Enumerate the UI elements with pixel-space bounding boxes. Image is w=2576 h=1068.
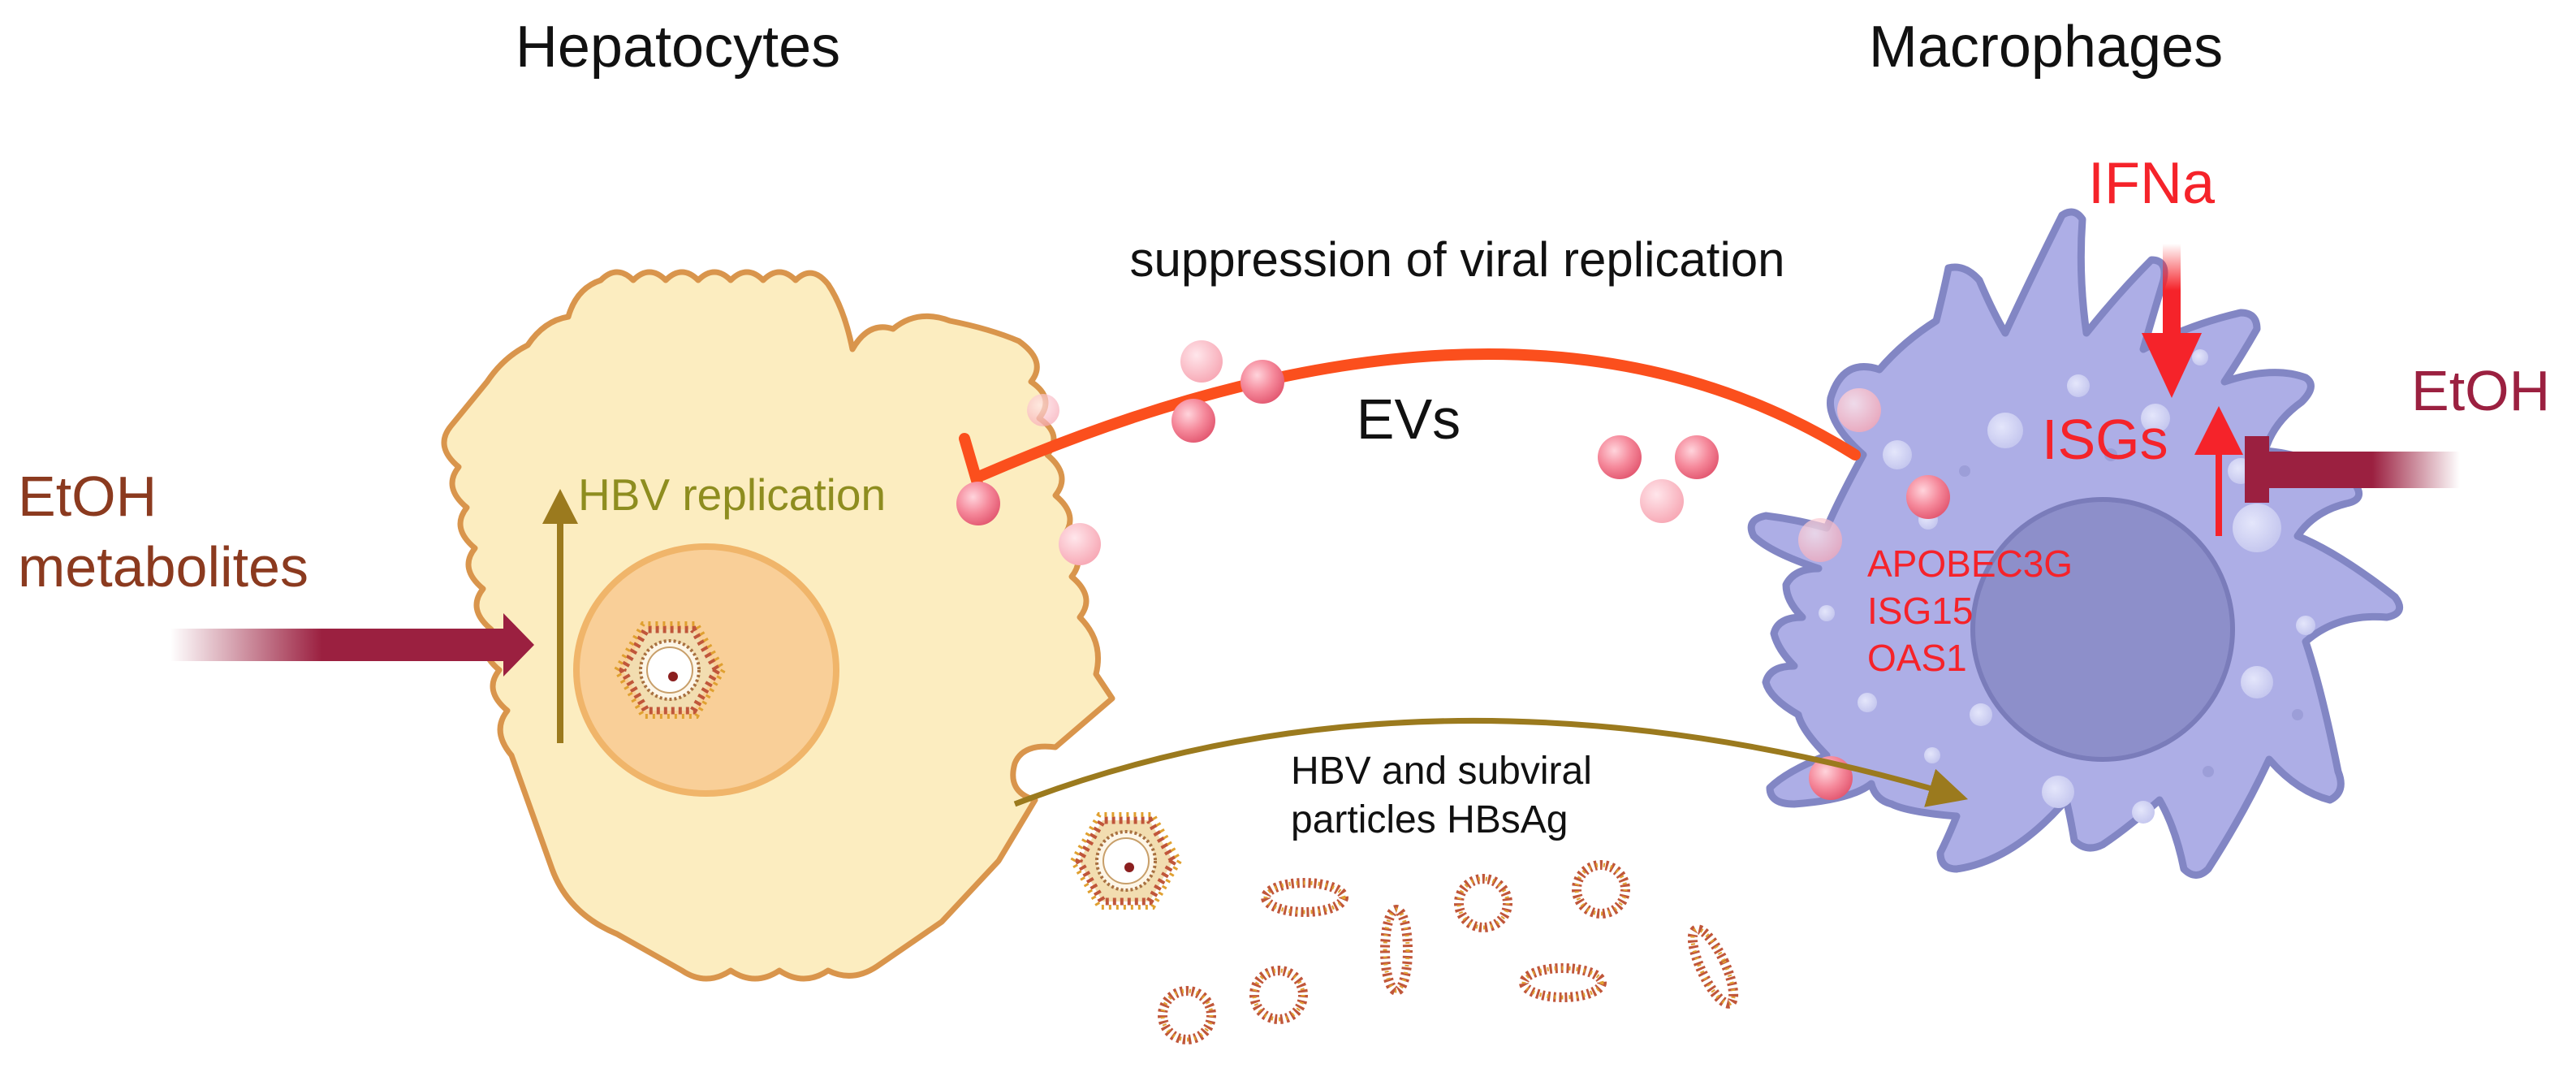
subviral-particle (1380, 905, 1413, 996)
etoh-inhibit-bar (2245, 436, 2460, 503)
hbv-particles-label-line2: particles HBsAg (1291, 798, 1568, 841)
hbv-replication-arrow (542, 489, 578, 743)
macrophages-title: Macrophages (1869, 15, 2223, 80)
hbv-virion-outside (1069, 812, 1183, 910)
subviral-particle (1261, 878, 1348, 917)
subviral-particle (1249, 966, 1308, 1024)
ev-vesicles (956, 340, 1950, 800)
subviral-particle (1572, 860, 1630, 919)
isg-list-apobec3g: APOBEC3G (1867, 543, 2073, 585)
isg-list-isg15: ISG15 (1867, 590, 1973, 632)
hbv-transfer-arrow (1013, 717, 1969, 807)
etoh-metabolites-label-line1: EtOH (18, 465, 157, 528)
hepatocyte-cell (441, 269, 1115, 982)
hbv-virion-nucleus (613, 621, 727, 719)
subviral-particle (1519, 963, 1607, 1002)
macrophage-vacuoles (1819, 349, 2315, 824)
etoh-metabolites-label-line2: metabolites (18, 535, 309, 599)
etoh-metabolites-arrow (170, 613, 534, 677)
subviral-particle (1687, 924, 1739, 1009)
etoh-right-label: EtOH (2411, 359, 2550, 422)
ifna-arrow (2142, 244, 2202, 398)
isg-list-oas1: OAS1 (1867, 637, 1967, 679)
isgs-up-arrow (2194, 406, 2243, 536)
macrophage-nucleus (1970, 497, 2235, 762)
isgs-label: ISGs (2042, 408, 2168, 471)
macrophage-cell (1747, 208, 2404, 879)
hbv-replication-label: HBV replication (578, 469, 886, 520)
evs-label: EVs (1357, 387, 1461, 451)
hbv-particles-label-line1: HBV and subviral (1291, 750, 1592, 793)
subviral-particles (1158, 860, 1739, 1044)
suppression-label: suppression of viral replication (1129, 232, 1784, 287)
subviral-particle (1454, 874, 1512, 932)
subviral-particle (1158, 986, 1216, 1044)
ifna-label: IFNa (2088, 151, 2216, 216)
hepatocytes-title: Hepatocytes (516, 15, 840, 80)
